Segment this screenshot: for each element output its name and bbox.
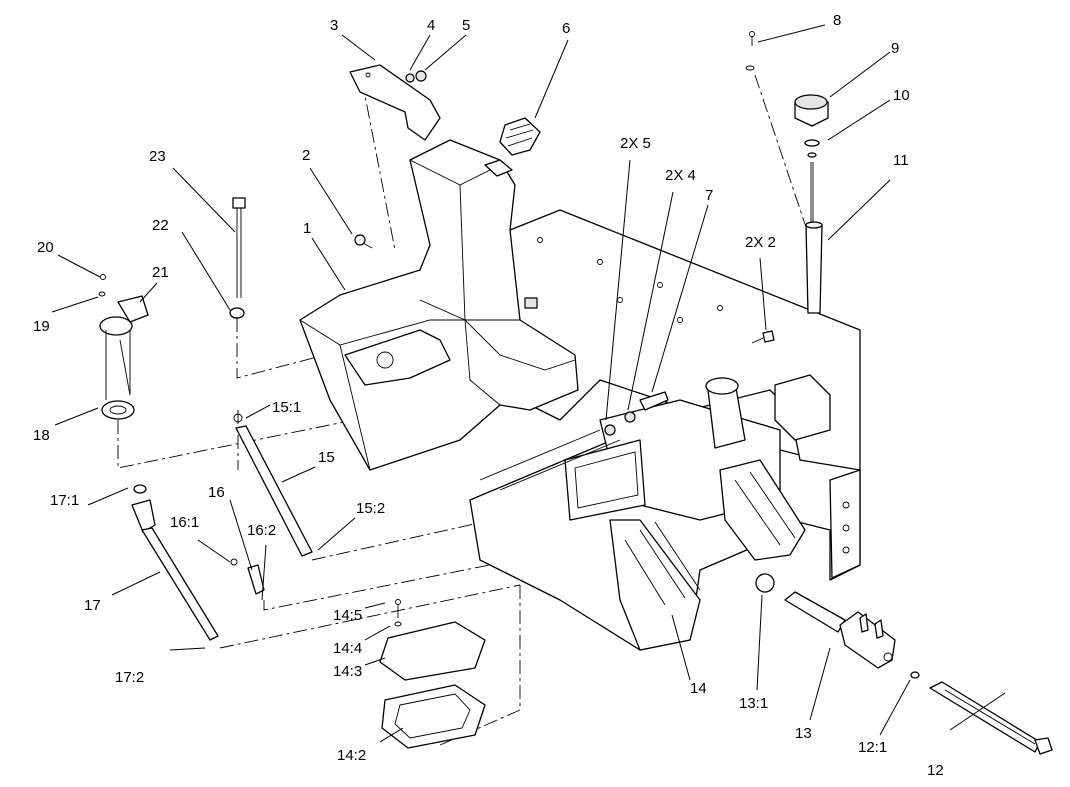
callout-14-4: 14:4 — [333, 640, 362, 657]
callout-16-1: 16:1 — [170, 514, 199, 531]
callout-2: 2 — [302, 147, 310, 164]
callout-17: 17 — [84, 597, 101, 614]
callout-12: 12 — [927, 762, 944, 779]
tube-15 — [233, 413, 313, 557]
callout-13-1: 13:1 — [739, 695, 768, 712]
fuel-tank-1 — [299, 139, 579, 471]
callout-22: 22 — [152, 217, 169, 234]
callout-1: 1 — [303, 220, 311, 237]
callout-17-1: 17:1 — [50, 492, 79, 509]
callout-2x5: 2X 5 — [620, 135, 651, 152]
gauge-cap-assembly — [745, 31, 829, 314]
callout-13: 13 — [795, 725, 812, 742]
sender-assembly — [98, 197, 246, 420]
callout-15-2: 15:2 — [356, 500, 385, 517]
callout-9: 9 — [891, 40, 899, 57]
fitting-16 — [230, 558, 265, 595]
callout-2x4: 2X 4 — [665, 167, 696, 184]
callout-2x2: 2X 2 — [745, 234, 776, 251]
callout-labels: 1 2 3 4 5 6 7 8 9 10 11 12 12:1 13 13:1 … — [33, 12, 944, 779]
callout-21: 21 — [152, 264, 169, 281]
callout-14-2: 14:2 — [337, 747, 366, 764]
callout-8: 8 — [833, 12, 841, 29]
callout-16-2: 16:2 — [247, 522, 276, 539]
callout-18: 18 — [33, 427, 50, 444]
callout-20: 20 — [37, 239, 54, 256]
filler-neck-6 — [499, 117, 541, 156]
callout-3: 3 — [330, 17, 338, 34]
callout-14-5: 14:5 — [333, 607, 362, 624]
callout-16: 16 — [208, 484, 225, 501]
callout-12-1: 12:1 — [858, 739, 887, 756]
leader-lines — [51, 24, 1006, 743]
callout-23: 23 — [149, 148, 166, 165]
fuel-hose-12 — [929, 681, 1053, 755]
callout-14: 14 — [690, 680, 707, 697]
callout-14-3: 14:3 — [333, 663, 362, 680]
callout-10: 10 — [893, 87, 910, 104]
callout-5: 5 — [462, 17, 470, 34]
callout-4: 4 — [427, 17, 435, 34]
callout-15-1: 15:1 — [272, 399, 301, 416]
callout-7: 7 — [705, 187, 713, 204]
callout-17-2: 17:2 — [115, 669, 144, 686]
frame-14 — [469, 209, 861, 651]
callout-19: 19 — [33, 318, 50, 335]
callout-15: 15 — [318, 449, 335, 466]
bracket-3 — [349, 64, 441, 141]
fuel-fitting-13 — [755, 573, 920, 679]
callout-11: 11 — [893, 152, 909, 169]
small-hardware — [354, 234, 775, 436]
tube-17 — [131, 484, 219, 641]
callout-6: 6 — [562, 20, 570, 37]
cover-plates-14 — [379, 599, 486, 749]
